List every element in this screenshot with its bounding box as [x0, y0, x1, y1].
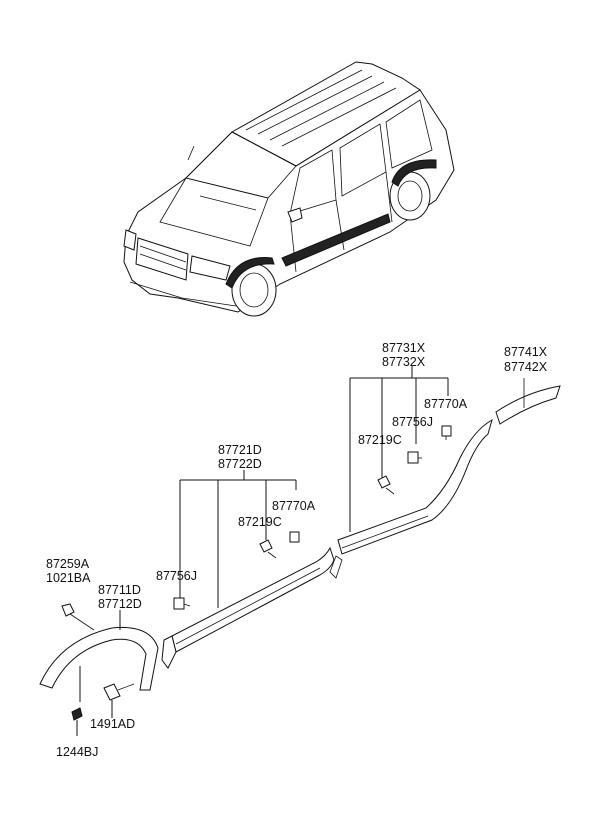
label-87722d: 87722D [218, 457, 262, 471]
label-87731x: 87731X [382, 341, 426, 355]
clip-1491ad [103, 683, 135, 718]
label-87219c-rear: 87219C [358, 433, 402, 447]
label-87770a-rear: 87770A [424, 397, 468, 411]
clip-87756j-front [173, 597, 191, 610]
label-1491ad: 1491AD [90, 717, 135, 731]
label-87742x: 87742X [504, 360, 548, 374]
label-87219c-front: 87219C [238, 515, 282, 529]
label-1021ba: 1021BA [46, 571, 91, 585]
front-door-moulding [161, 546, 335, 669]
label-87756j-front: 87756J [156, 569, 197, 583]
label-87741x: 87741X [504, 345, 548, 359]
label-87259a: 87259A [46, 557, 90, 571]
label-87770a-front: 87770A [272, 499, 316, 513]
clip-87219c-rear [377, 475, 395, 495]
clip-87259a [61, 603, 95, 631]
rear-fender-moulding [495, 378, 561, 425]
screw-1244bj [71, 666, 83, 736]
clip-87756j-rear [407, 451, 422, 464]
label-87756j-rear: 87756J [392, 415, 433, 429]
clip-87219c-front [259, 539, 277, 559]
rear-door-moulding [329, 418, 493, 579]
front-fender-moulding [39, 626, 159, 691]
clip-87770a-rear [441, 425, 452, 440]
label-1244bj: 1244BJ [56, 745, 98, 759]
clip-87770a-front [289, 531, 300, 543]
label-87732x: 87732X [382, 355, 426, 369]
label-87712d: 87712D [98, 597, 142, 611]
label-87721d: 87721D [218, 443, 262, 457]
label-87711d: 87711D [98, 583, 141, 597]
vehicle-illustration [123, 61, 455, 317]
